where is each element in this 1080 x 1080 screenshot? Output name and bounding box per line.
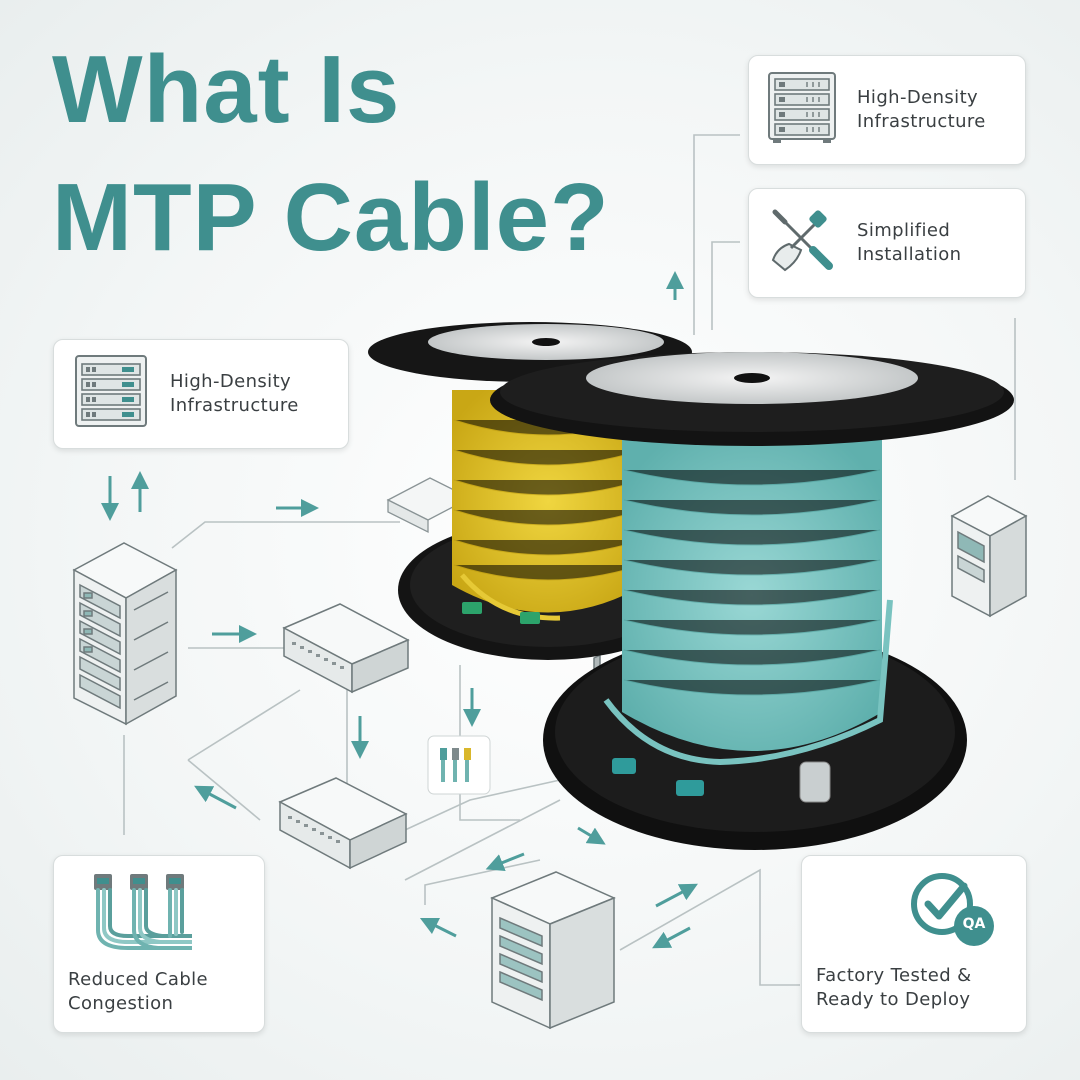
card-factory-tested: QA Factory Tested & Ready to Deploy <box>801 855 1027 1033</box>
qa-badge: QA <box>962 916 986 932</box>
teal-cable-spool <box>490 352 1014 850</box>
card-reduced-cable-congestion: Reduced Cable Congestion <box>53 855 265 1033</box>
server-rack-bottom <box>490 654 616 1030</box>
connector-tile <box>427 735 491 795</box>
card-label: Factory Tested & Ready to Deploy <box>816 965 972 1010</box>
card-simplified-installation: Simplified Installation <box>748 188 1026 298</box>
network-switch-1 <box>282 603 410 694</box>
card-high-density-left: High-Density Infrastructure <box>53 339 349 449</box>
server-rack-icon <box>72 354 150 434</box>
patch-panel <box>386 477 472 534</box>
card-label: High-Density Infrastructure <box>857 87 986 132</box>
flow-arrows <box>101 271 698 949</box>
title-line-2: MTP Cable? <box>52 164 610 271</box>
server-rack-left <box>72 542 178 726</box>
card-label: Reduced Cable Congestion <box>68 969 209 1014</box>
cable-bundle-icon <box>88 872 194 958</box>
server-rack-icon <box>767 71 837 149</box>
server-rack-right <box>950 495 1028 618</box>
title-line-1: What Is <box>52 36 401 143</box>
qa-check-icon: QA <box>908 870 1000 950</box>
tools-icon <box>767 204 837 282</box>
card-label: High-Density Infrastructure <box>170 371 299 416</box>
card-label: Simplified Installation <box>857 220 962 265</box>
page-title: What Is MTP Cable? <box>52 26 610 282</box>
card-high-density-top: High-Density Infrastructure <box>748 55 1026 165</box>
network-switch-2 <box>278 777 408 870</box>
